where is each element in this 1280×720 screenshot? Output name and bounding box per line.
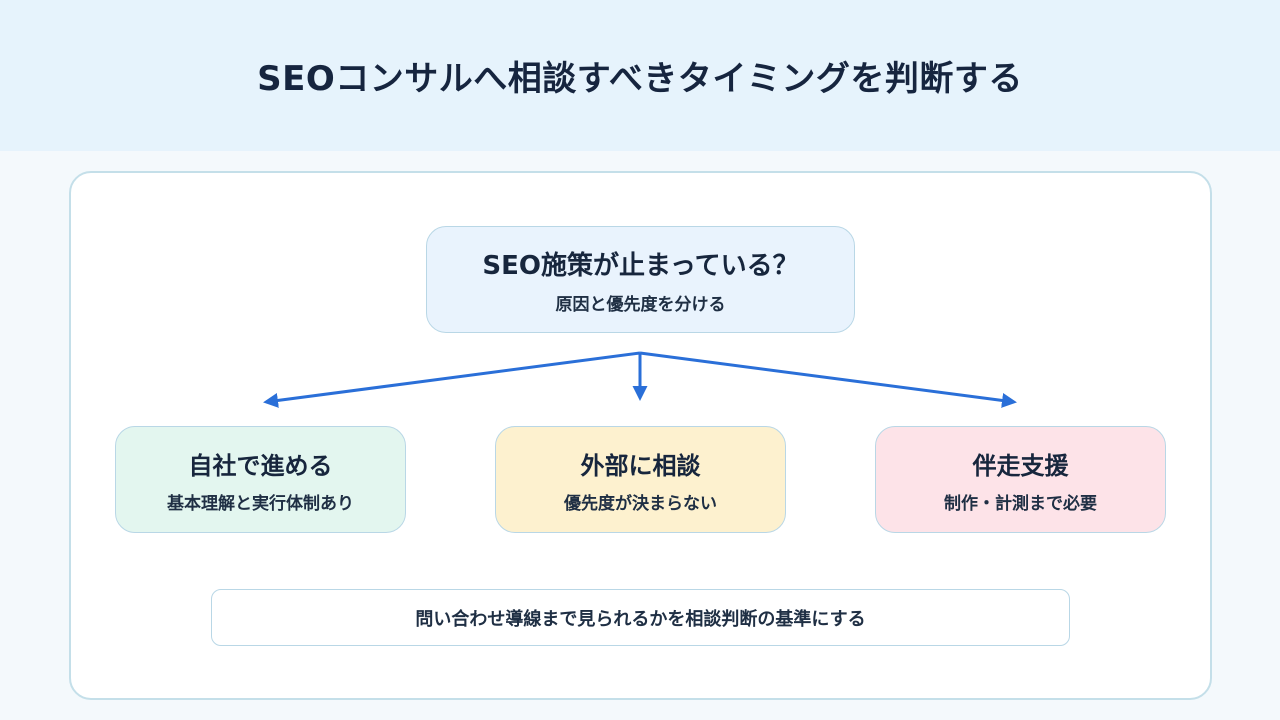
root-node: SEO施策が止まっている？ 原因と優先度を分ける bbox=[426, 226, 855, 333]
page-title: SEOコンサルへ相談すべきタイミングを判断する bbox=[257, 59, 1023, 99]
child-subtitle: 基本理解と実行体制あり bbox=[167, 493, 354, 514]
child-title: 自社で進める bbox=[188, 451, 333, 480]
root-subtitle: 原因と優先度を分ける bbox=[555, 294, 726, 315]
child-subtitle: 優先度が決まらない bbox=[564, 493, 717, 514]
header-band: SEOコンサルへ相談すべきタイミングを判断する bbox=[0, 0, 1280, 151]
child-node-support: 伴走支援 制作・計測まで必要 bbox=[875, 426, 1166, 533]
arrow-to-child-1 bbox=[263, 351, 641, 408]
child-subtitle: 制作・計測まで必要 bbox=[944, 493, 1097, 514]
child-title: 外部に相談 bbox=[580, 451, 701, 480]
child-title: 伴走支援 bbox=[972, 451, 1069, 480]
footer-note: 問い合わせ導線まで見られるかを相談判断の基準にする bbox=[211, 589, 1070, 646]
child-node-in-house: 自社で進める 基本理解と実行体制あり bbox=[115, 426, 406, 533]
arrow-to-child-3 bbox=[639, 351, 1017, 408]
root-title: SEO施策が止まっている？ bbox=[482, 250, 799, 281]
child-node-consult: 外部に相談 優先度が決まらない bbox=[495, 426, 786, 533]
